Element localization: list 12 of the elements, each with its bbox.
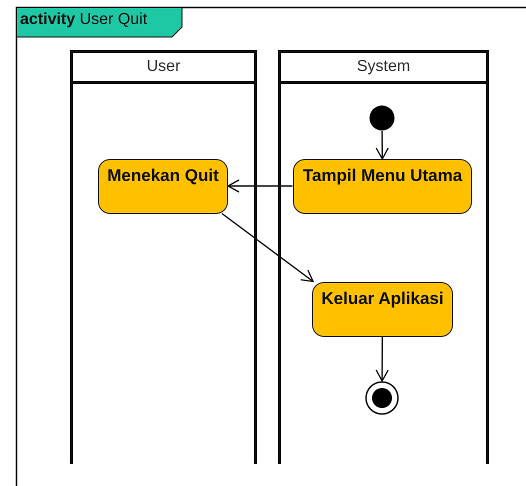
arrow: [376, 131, 389, 160]
swimlane: [70, 50, 257, 464]
diagram-title: activity User Quit: [20, 11, 148, 29]
action-box: Keluar Aplikasi: [312, 282, 453, 337]
swimlane: [278, 50, 489, 464]
end-node: [365, 381, 399, 415]
action-box: Menekan Quit: [98, 159, 228, 214]
action-box: Tampil Menu Utama: [293, 159, 472, 214]
arrow: [227, 179, 292, 193]
arrow: [221, 212, 314, 282]
arrow: [376, 337, 389, 382]
start-node: [369, 105, 395, 131]
